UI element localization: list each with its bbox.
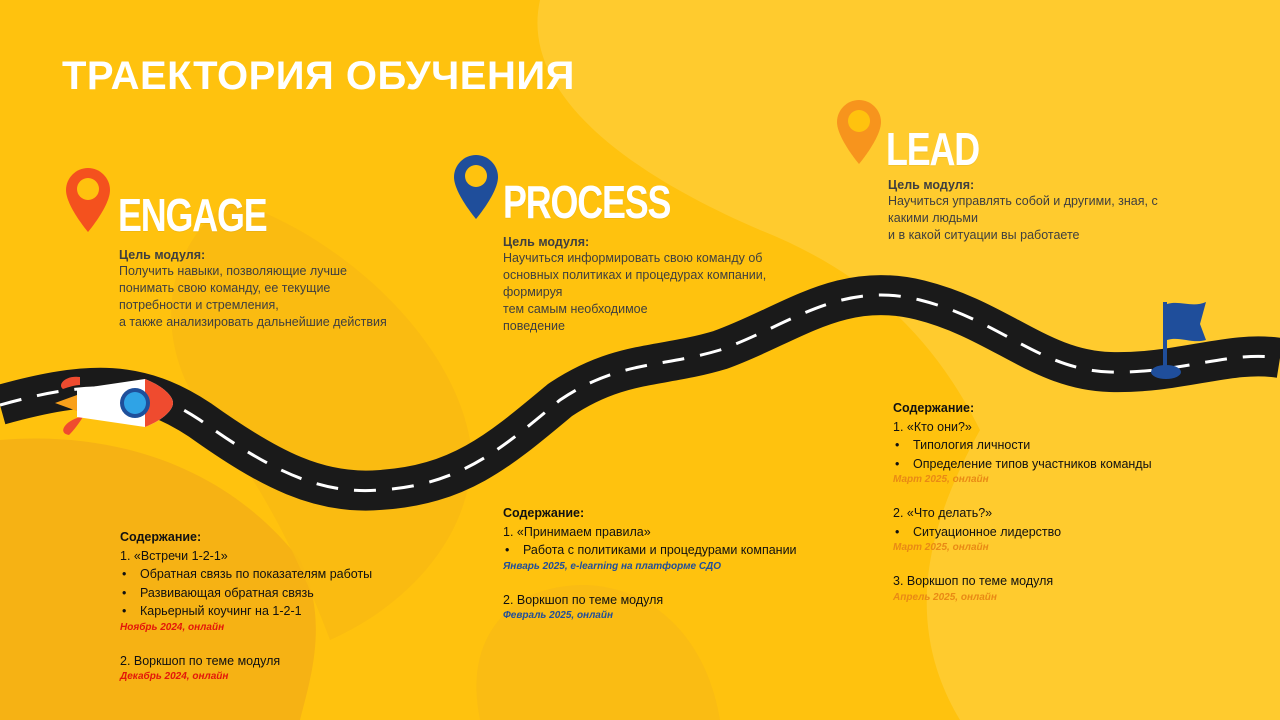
engage-goal-heading: Цель модуля: — [119, 248, 206, 262]
process-goal-line: основных политиках и процедурах компании… — [503, 268, 767, 282]
lead-module-name: LEAD — [886, 123, 980, 175]
process-item-1: 1. «Принимаем правила» — [503, 524, 651, 539]
process-content-heading: Содержание: — [503, 506, 585, 520]
engage-bullet: Обратная связь по показателям работы — [120, 565, 450, 584]
engage-pin-icon — [66, 168, 110, 232]
engage-goal: Цель модуля: Получить навыки, позволяющи… — [119, 247, 439, 331]
engage-module-name: ENGAGE — [118, 189, 268, 241]
engage-goal-line: понимать свою команду, ее текущие — [119, 281, 331, 295]
process-goal-line: тем самым необходимое — [503, 302, 648, 316]
lead-goal-line: Научиться управлять собой и другими, зна… — [888, 194, 1158, 208]
lead-item-2: 2. «Что делать?» — [893, 506, 993, 520]
process-goal-heading: Цель модуля: — [503, 235, 590, 249]
engage-goal-line: а также анализировать дальнейшие действи… — [119, 315, 387, 329]
engage-bullet: Развивающая обратная связь — [120, 584, 450, 603]
road-markings — [0, 293, 1280, 493]
lead-goal: Цель модуля: Научиться управлять собой и… — [888, 177, 1188, 244]
process-item-2: 2. Воркшоп по теме модуля — [503, 592, 664, 607]
lead-bullet: Определение типов участников команды — [893, 455, 1193, 474]
lead-item-3: 3. Воркшоп по теме модуля — [893, 574, 1054, 588]
process-module-name: PROCESS — [503, 176, 671, 228]
engage-goal-line: Получить навыки, позволяющие лучше — [119, 264, 347, 278]
lead-pin-icon — [837, 100, 881, 164]
engage-goal-line: потребности и стремления, — [119, 298, 279, 312]
lead-goal-line: какими людьми — [888, 211, 978, 225]
lead-date-2: Март 2025, онлайн — [893, 542, 989, 553]
process-goal-line: поведение — [503, 319, 565, 333]
process-date-2: Февраль 2025, онлайн — [503, 610, 614, 621]
engage-item-1: 1. «Встречи 1-2-1» — [120, 548, 228, 563]
lead-date-3: Апрель 2025, онлайн — [893, 591, 997, 603]
engage-content-heading: Содержание: — [120, 530, 202, 544]
lead-goal-heading: Цель модуля: — [888, 178, 975, 192]
process-content: Содержание: 1. «Принимаем правила» Работ… — [503, 504, 843, 623]
engage-content: Содержание: 1. «Встречи 1-2-1» Обратная … — [120, 528, 450, 684]
dark-blob-center — [171, 200, 472, 640]
lead-date-1: Март 2025, онлайн — [893, 474, 989, 485]
lead-bullet: Ситуационное лидерство — [893, 523, 1193, 542]
lead-goal-line: и в какой ситуации вы работаете — [888, 228, 1080, 242]
engage-date-2: Декабрь 2024, онлайн — [120, 671, 229, 682]
process-date-1: Январь 2025, e-learning на платформе СДО — [503, 560, 722, 572]
engage-bullet: Карьерный коучинг на 1-2-1 — [120, 602, 450, 621]
engage-date-1: Ноябрь 2024, онлайн — [120, 621, 225, 633]
flag-icon — [1151, 302, 1206, 379]
lead-content-heading: Содержание: — [893, 401, 975, 415]
lead-item-1: 1. «Кто они?» — [893, 419, 972, 434]
lead-bullet: Типология личности — [893, 436, 1193, 455]
page-title: ТРАЕКТОРИЯ ОБУЧЕНИЯ — [62, 54, 575, 98]
process-goal-line: Научиться информировать свою команду об — [503, 251, 763, 265]
dark-blob-bottom — [476, 585, 720, 720]
process-goal: Цель модуля: Научиться информировать сво… — [503, 234, 823, 335]
engage-item-2: 2. Воркшоп по теме модуля — [120, 653, 281, 668]
process-pin-icon — [454, 155, 498, 219]
lead-content: Содержание: 1. «Кто они?» Типология личн… — [893, 399, 1193, 605]
process-goal-line: формируя — [503, 285, 563, 299]
process-bullet: Работа с политиками и процедурами компан… — [503, 541, 843, 560]
rocket-icon — [55, 376, 173, 435]
